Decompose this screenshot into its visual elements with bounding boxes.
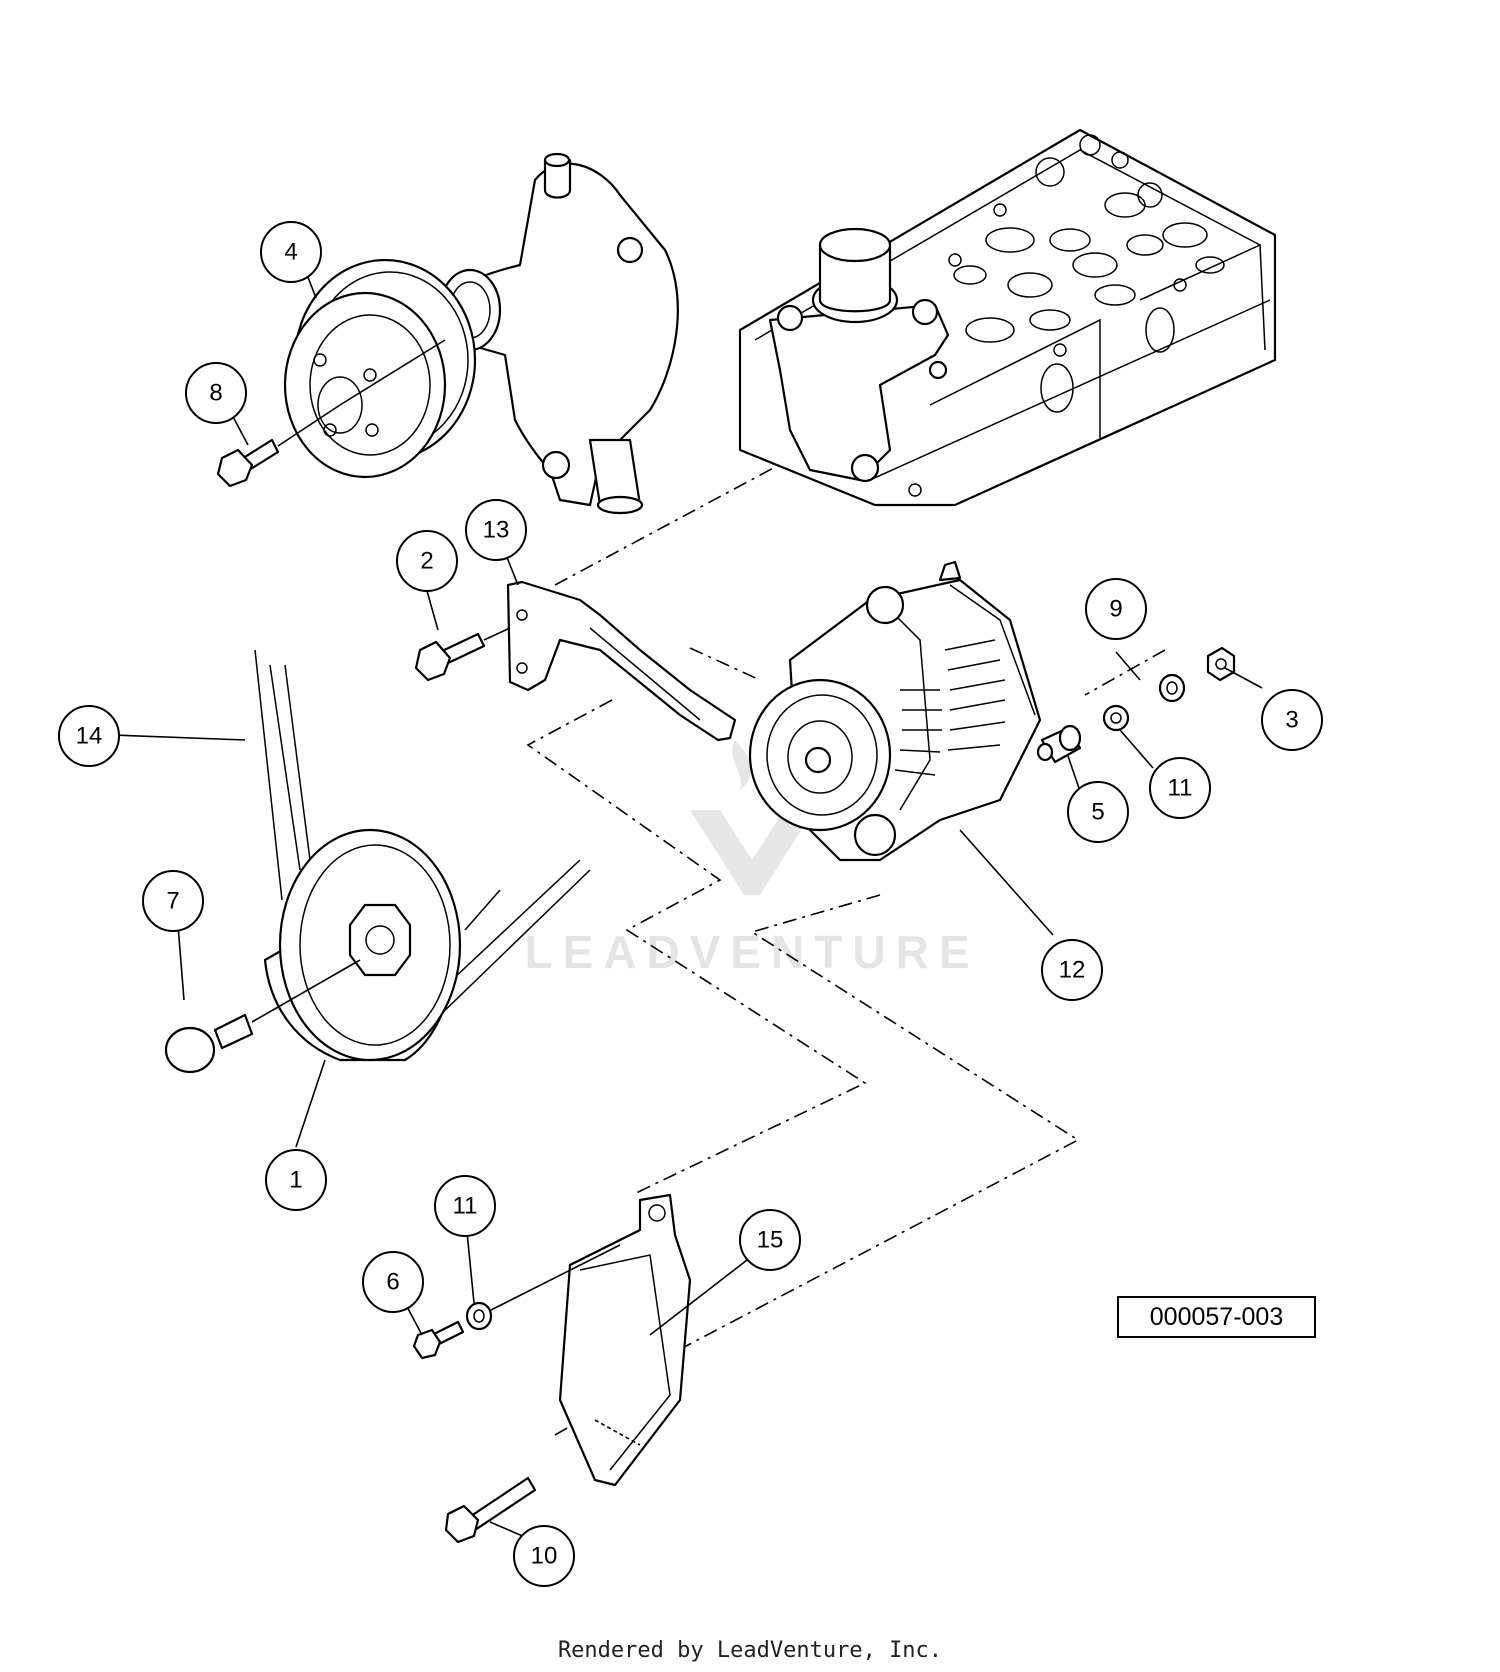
callout-15: 15 bbox=[739, 1209, 801, 1271]
alternator-cover bbox=[558, 1193, 692, 1487]
callout-14: 14 bbox=[58, 705, 120, 767]
callout-12: 12 bbox=[1041, 939, 1103, 1001]
callout-5: 5 bbox=[1067, 781, 1129, 843]
svg-text:12: 12 bbox=[1059, 957, 1086, 984]
svg-text:10: 10 bbox=[531, 1543, 558, 1570]
nut-3 bbox=[1206, 646, 1236, 682]
callout-3: 3 bbox=[1261, 689, 1323, 751]
svg-text:6: 6 bbox=[386, 1269, 399, 1296]
svg-text:11: 11 bbox=[453, 1193, 478, 1220]
lock-washer-9 bbox=[1158, 673, 1186, 703]
svg-text:3: 3 bbox=[1285, 707, 1298, 734]
bolt-8 bbox=[216, 404, 341, 488]
callout-11-upper: 11 bbox=[1149, 757, 1211, 819]
svg-text:8: 8 bbox=[209, 380, 222, 407]
cylinder-head bbox=[738, 128, 1277, 507]
svg-text:15: 15 bbox=[757, 1227, 784, 1254]
svg-text:7: 7 bbox=[166, 888, 179, 915]
callout-11-lower: 11 bbox=[434, 1175, 496, 1237]
callout-9: 9 bbox=[1085, 578, 1147, 640]
watermark: LEADVENTURE bbox=[524, 740, 979, 978]
callout-1: 1 bbox=[265, 1149, 327, 1211]
washer-11 bbox=[1102, 704, 1130, 732]
reference-number-box: 000057-003 bbox=[1117, 1296, 1316, 1338]
callout-10: 10 bbox=[513, 1525, 575, 1587]
callout-7: 7 bbox=[142, 870, 204, 932]
water-pump bbox=[438, 152, 679, 515]
washer-11-lower bbox=[465, 1244, 621, 1331]
water-pump-pulley bbox=[283, 258, 477, 479]
alternator bbox=[748, 560, 1042, 862]
svg-text:13: 13 bbox=[483, 517, 510, 544]
bolt-7 bbox=[164, 959, 361, 1074]
callout-2: 2 bbox=[396, 530, 458, 592]
drive-belt bbox=[254, 649, 591, 1021]
svg-text:5: 5 bbox=[1091, 799, 1104, 826]
footer-credit: Rendered by LeadVenture, Inc. bbox=[557, 1638, 943, 1663]
alternator-bracket bbox=[506, 580, 737, 742]
bolt-10 bbox=[444, 1476, 537, 1544]
callout-8: 8 bbox=[185, 362, 247, 424]
callout-6: 6 bbox=[362, 1251, 424, 1313]
svg-text:1: 1 bbox=[289, 1167, 302, 1194]
svg-text:9: 9 bbox=[1109, 596, 1122, 623]
svg-text:2: 2 bbox=[420, 548, 433, 575]
svg-text:11: 11 bbox=[1168, 775, 1193, 802]
spacer-5 bbox=[1036, 724, 1082, 764]
watermark-text: LEADVENTURE bbox=[524, 926, 979, 978]
bolt-2 bbox=[414, 627, 511, 682]
bolt-6 bbox=[412, 1320, 465, 1360]
crankshaft-pulley bbox=[263, 828, 462, 1062]
callout-13: 13 bbox=[465, 499, 527, 561]
callout-4: 4 bbox=[260, 221, 322, 283]
svg-text:14: 14 bbox=[76, 723, 103, 750]
svg-text:4: 4 bbox=[284, 239, 297, 266]
